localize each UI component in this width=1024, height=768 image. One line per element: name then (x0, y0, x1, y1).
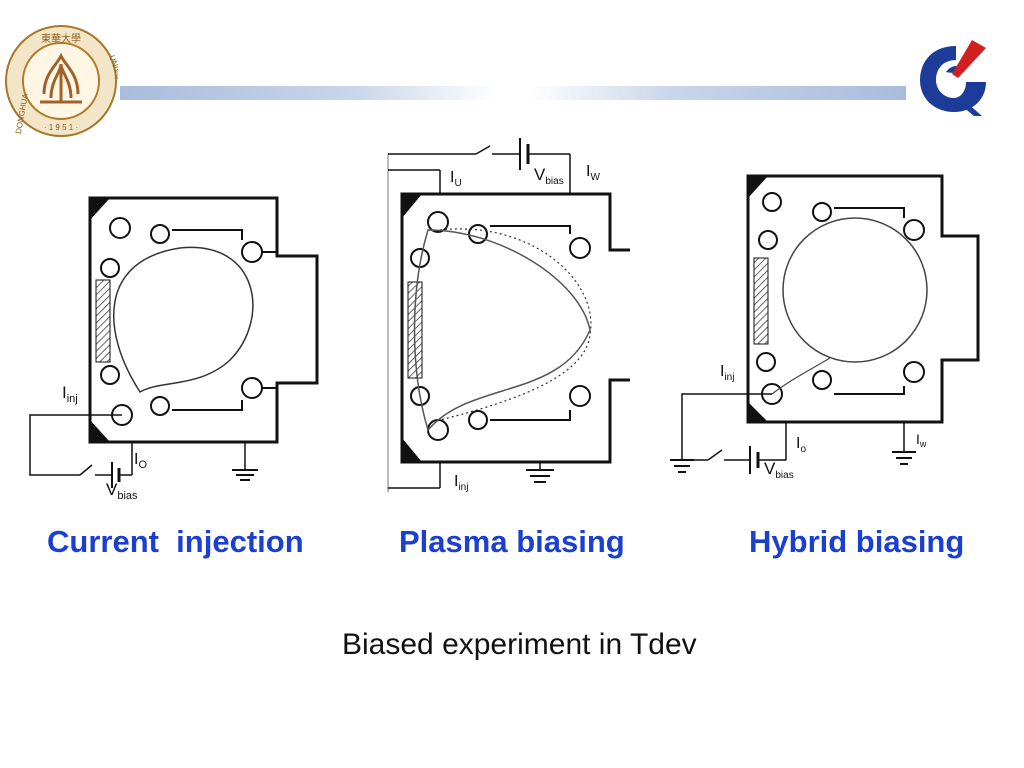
caption-hybrid-biasing: Hybrid biasing (749, 524, 965, 559)
label-v-bias-3: Vbias (764, 459, 794, 481)
label-i-inj-2: Iinj (454, 473, 468, 493)
diagram-current-injection: Iinj IO Vbias (20, 130, 330, 502)
header-divider-bar (120, 86, 906, 100)
university-seal-icon: 東華大學 DONGHUA UNIVERSITY · 1 9 5 1 · (5, 25, 132, 137)
university-seal-logo: 東華大學 DONGHUA UNIVERSITY · 1 9 5 1 · (4, 24, 132, 138)
label-i-o: IO (134, 451, 147, 471)
label-v-bias-2: Vbias (534, 165, 564, 187)
label-i-inj: Iinj (62, 383, 78, 405)
diagram-hybrid-biasing: Iinj Io Vbias Iw (660, 130, 990, 500)
current-injection-schematic: Iinj IO Vbias (29, 196, 319, 502)
label-i-u: IU (450, 169, 462, 189)
caption-current-injection: Current injection (47, 524, 304, 559)
seal-year-text: · 1 9 5 1 · (44, 123, 78, 132)
label-i-w-3: Iw (916, 431, 927, 449)
institute-logo-icon (920, 40, 986, 116)
plasma-biasing-schematic: IU Vbias IW Iinj (387, 138, 634, 493)
institute-logo (916, 38, 992, 118)
label-v-bias: Vbias (106, 480, 138, 500)
caption-plasma-biasing: Plasma biasing (399, 524, 625, 559)
slide-subtitle: Biased experiment in Tdev (342, 628, 697, 661)
diagram-plasma-biasing: IU Vbias IW Iinj (380, 130, 634, 500)
hybrid-biasing-schematic: Iinj Io Vbias Iw (670, 174, 980, 481)
seal-top-text: 東華大學 (41, 32, 81, 45)
label-i-o-3: Io (796, 435, 806, 455)
label-i-w: IW (586, 163, 600, 183)
label-i-inj-3: Iinj (720, 363, 734, 383)
